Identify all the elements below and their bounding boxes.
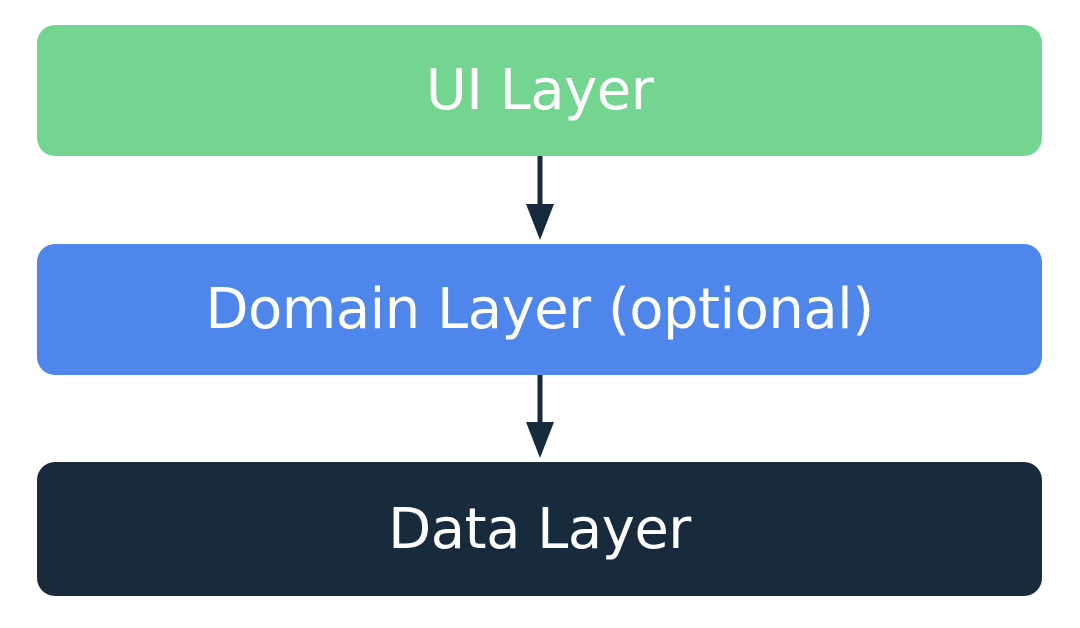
data-layer-label: Data Layer bbox=[388, 496, 691, 562]
domain-layer-label: Domain Layer (optional) bbox=[205, 277, 874, 342]
domain-layer-box: Domain Layer (optional) bbox=[37, 244, 1042, 375]
arrow-ui-to-domain bbox=[526, 156, 554, 240]
arrow-ui-to-domain-head bbox=[526, 204, 554, 240]
data-layer-box: Data Layer bbox=[37, 462, 1042, 596]
ui-layer-label: UI Layer bbox=[425, 58, 654, 123]
ui-layer-box: UI Layer bbox=[37, 25, 1042, 156]
arrow-domain-to-data-head bbox=[526, 422, 554, 458]
arrow-domain-to-data bbox=[526, 375, 554, 458]
